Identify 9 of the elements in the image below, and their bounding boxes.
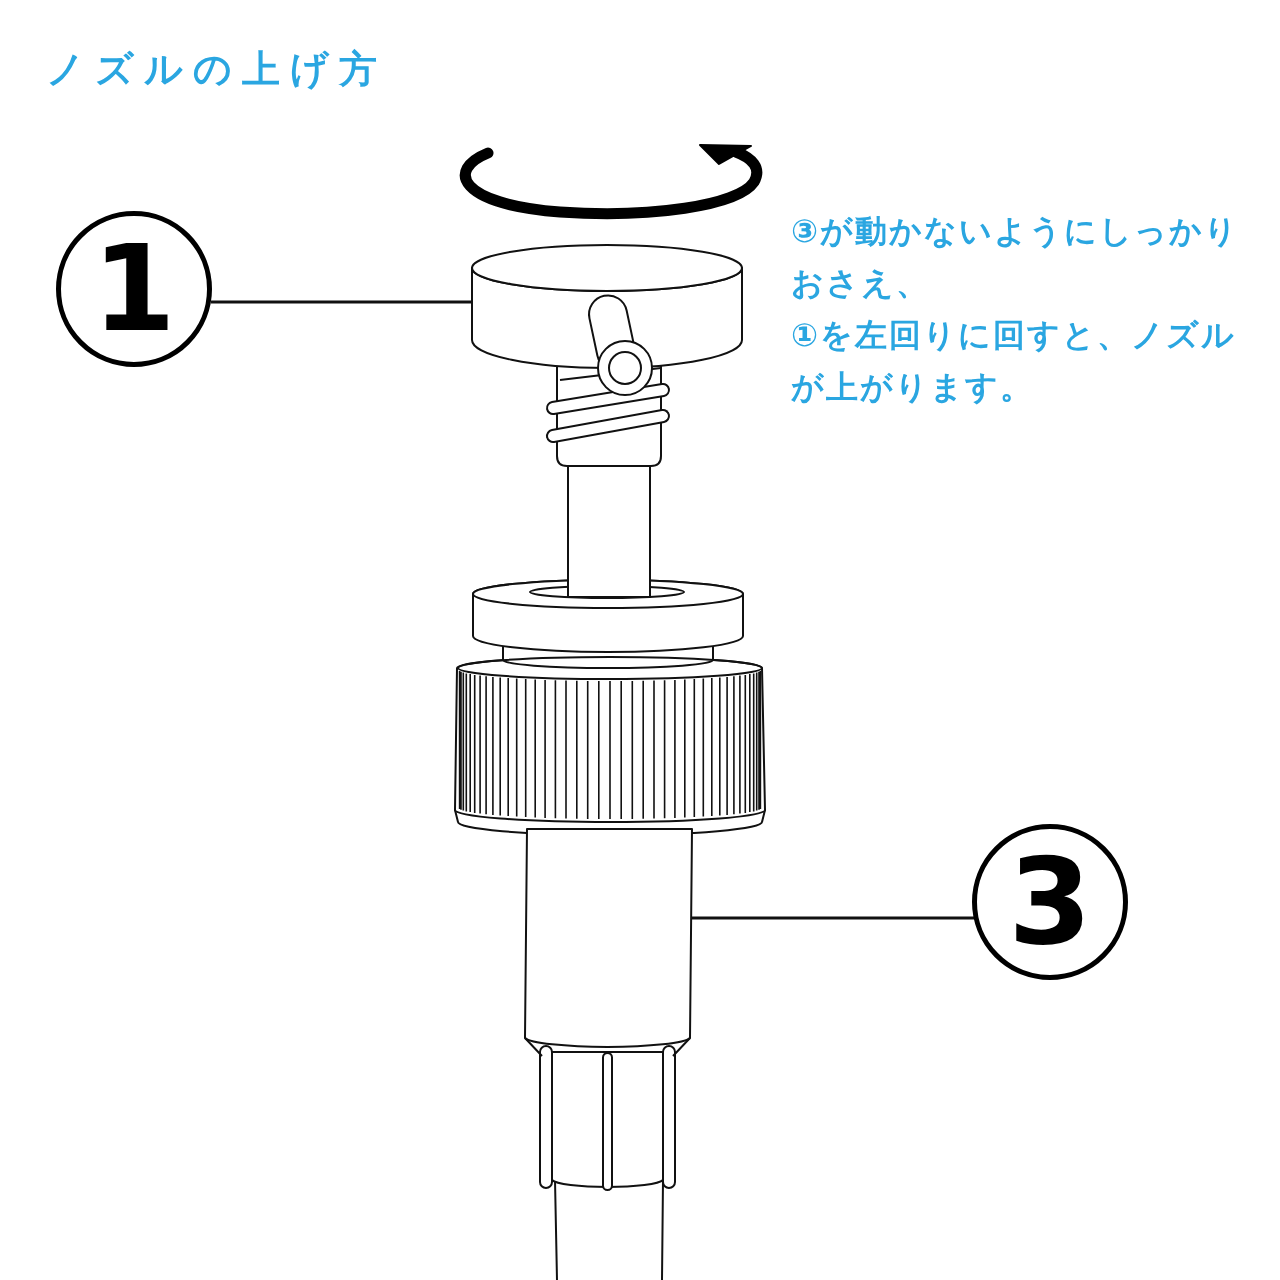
callout-number: 1 bbox=[56, 211, 212, 367]
title: ノズルの上げ方 bbox=[46, 46, 387, 93]
callout-number: 3 bbox=[972, 824, 1128, 980]
instruction-text: ①を左回りに回すと、ノズルが上がります。 bbox=[791, 315, 1238, 408]
pump-body bbox=[524, 828, 693, 1057]
leader-line bbox=[692, 916, 974, 920]
nozzle-head bbox=[471, 244, 743, 396]
leader-line bbox=[211, 300, 472, 304]
instruction-text: ③が動かないようにしっかりおさえ、 bbox=[791, 211, 1241, 304]
